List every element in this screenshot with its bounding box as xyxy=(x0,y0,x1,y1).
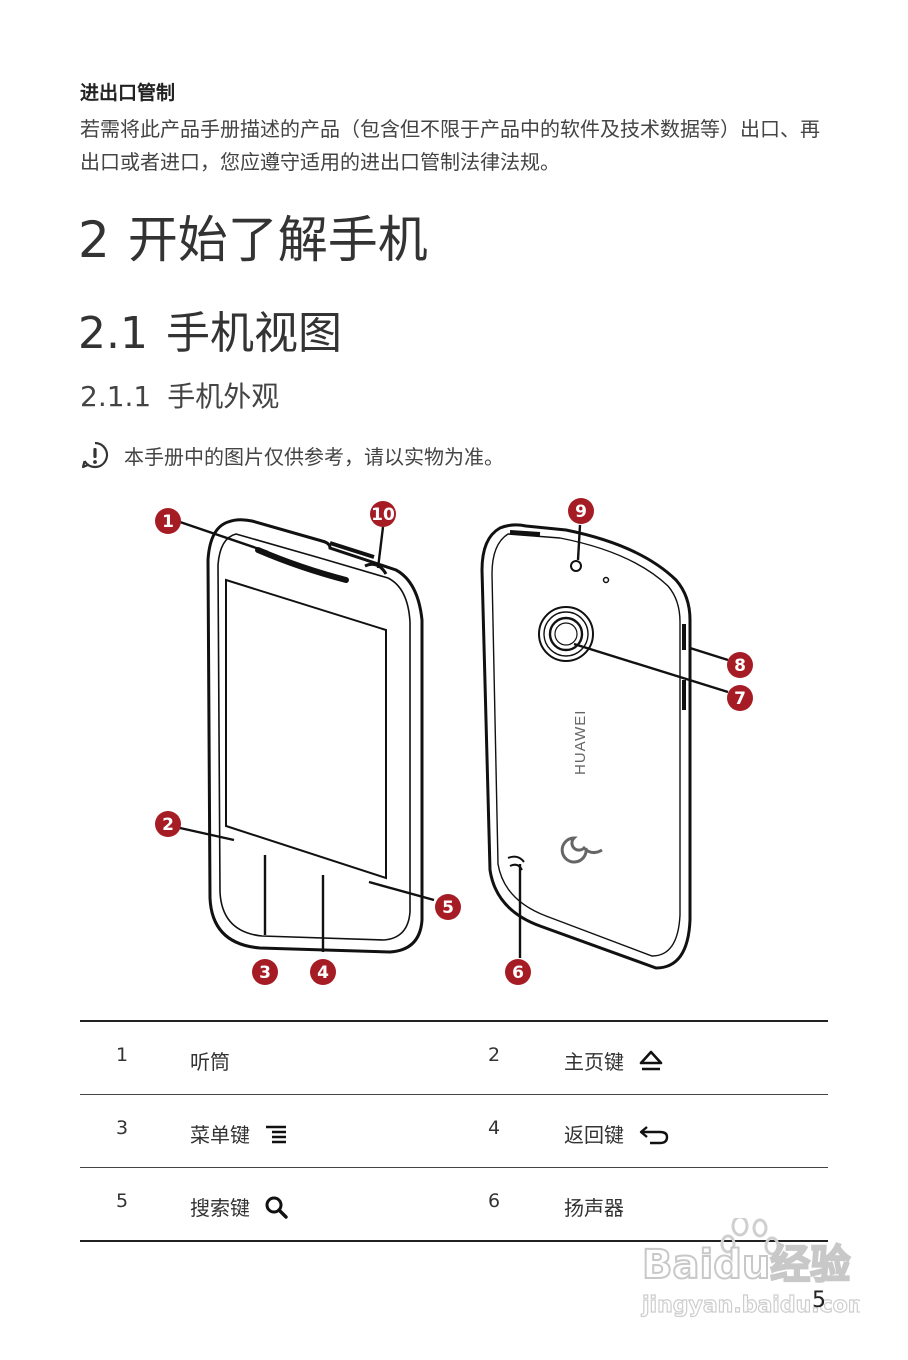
callout-8: 8 xyxy=(727,652,753,678)
watermark-url: jingyan.baidu.com xyxy=(641,1293,860,1318)
note: 本手册中的图片仅供参考，请以实物为准。 xyxy=(80,440,504,470)
menu-icon xyxy=(266,1125,286,1143)
svg-text:9: 9 xyxy=(575,502,587,522)
svg-text:1: 1 xyxy=(162,512,174,532)
back-icon xyxy=(639,1125,669,1144)
watermark-brand: Baidu经验 xyxy=(642,1242,850,1288)
home-icon xyxy=(639,1050,663,1070)
note-text: 本手册中的图片仅供参考，请以实物为准。 xyxy=(124,444,504,469)
part-label: 主页键 xyxy=(564,1046,664,1075)
part-label: 听筒 xyxy=(190,1050,230,1074)
section-number: 2.1 xyxy=(78,308,148,359)
phone-back-view xyxy=(480,523,692,970)
svg-text:6: 6 xyxy=(512,963,524,983)
table-row: 1 听筒 2 主页键 xyxy=(80,1022,828,1094)
subsection-heading: 2.1.1 手机外观 xyxy=(80,375,279,415)
part-number: 5 xyxy=(116,1190,129,1212)
chapter-title: 开始了解手机 xyxy=(127,211,428,269)
phone-front-view xyxy=(206,518,424,954)
part-label: 扬声器 xyxy=(564,1196,624,1220)
callout-leaders xyxy=(179,520,729,958)
part-number: 1 xyxy=(116,1044,129,1066)
section-title: 手机视图 xyxy=(165,308,342,359)
svg-text:8: 8 xyxy=(734,656,746,676)
svg-text:4: 4 xyxy=(317,963,329,983)
search-icon xyxy=(265,1196,288,1219)
part-label: 菜单键 xyxy=(190,1119,290,1148)
parts-table: 1 听筒 2 主页键 3 菜单键 4 返回键 5 搜索键 6 扬声器 xyxy=(80,1020,828,1242)
callout-5: 5 xyxy=(435,894,461,920)
export-control-paragraph: 若需将此产品手册描述的产品（包含但不限于产品中的软件及技术数据等）出口、再出口或… xyxy=(80,117,820,174)
svg-text:3: 3 xyxy=(259,963,271,983)
export-control-heading: 进出口管制 xyxy=(80,82,176,104)
callout-7: 7 xyxy=(727,685,753,711)
svg-text:2: 2 xyxy=(162,815,174,835)
callout-6: 6 xyxy=(505,959,531,985)
part-number: 2 xyxy=(488,1044,501,1066)
subsection-title: 手机外观 xyxy=(167,380,280,413)
part-label: 搜索键 xyxy=(190,1192,290,1221)
callout-3: 3 xyxy=(252,959,278,985)
callout-2: 2 xyxy=(155,811,181,837)
baidu-watermark: Baidu经验 jingyan.baidu.com xyxy=(640,1218,860,1319)
brand-text: HUAWEI xyxy=(572,710,589,775)
callout-1: 1 xyxy=(155,508,181,534)
exclamation-circle-icon xyxy=(81,441,109,469)
callout-9: 9 xyxy=(568,498,594,524)
subsection-number: 2.1.1 xyxy=(80,380,152,413)
chapter-number: 2 xyxy=(78,211,110,269)
section-heading: 2.1 手机视图 xyxy=(78,297,342,361)
callout-10: 10 xyxy=(370,501,396,527)
part-number: 4 xyxy=(488,1117,501,1139)
callout-4: 4 xyxy=(310,959,336,985)
part-label: 返回键 xyxy=(564,1119,670,1148)
part-number: 3 xyxy=(116,1117,129,1139)
svg-text:5: 5 xyxy=(442,898,454,918)
chapter-heading: 2 开始了解手机 xyxy=(78,200,428,272)
part-number: 6 xyxy=(488,1190,501,1212)
svg-text:7: 7 xyxy=(734,689,746,709)
page-number: 5 xyxy=(812,1288,826,1313)
table-row: 5 搜索键 6 扬声器 xyxy=(80,1167,828,1240)
phone-figure: HUAWEI 1 2 3 4 5 6 7 8 9 10 xyxy=(155,498,753,985)
paw-icon xyxy=(720,1218,780,1256)
table-row: 3 菜单键 4 返回键 xyxy=(80,1094,828,1167)
svg-text:10: 10 xyxy=(371,505,395,525)
